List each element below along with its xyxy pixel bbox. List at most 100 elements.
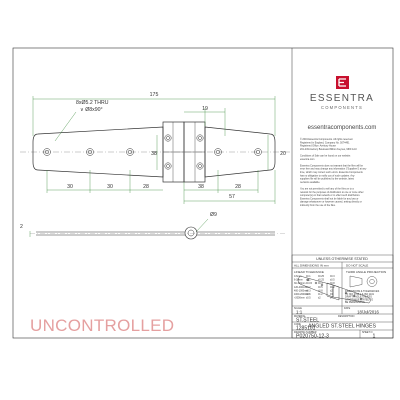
hinge-plan-view bbox=[20, 121, 290, 183]
tolerance-table: 0-6mm±0.1±0.25±0.36-30mm±0.1±0.25±0.530-… bbox=[294, 275, 335, 300]
knuckle-hole bbox=[166, 164, 170, 168]
hinge-leaf-right bbox=[204, 126, 276, 178]
date-value: 18/Jul/2016 bbox=[357, 309, 379, 314]
hinge-holes bbox=[43, 134, 262, 170]
tolerance-cell: ±0.3 bbox=[306, 289, 311, 292]
iso-hole bbox=[352, 294, 356, 298]
iso-note-line: OTHERWISE STATED TO bbox=[345, 298, 373, 301]
description-value: ANGLED ST.STEEL HINGES bbox=[308, 324, 376, 330]
code-value: 1285101 bbox=[296, 325, 316, 331]
tolerance-cell: ±4 bbox=[330, 297, 333, 300]
note-line: suppliers file will be published to the … bbox=[300, 178, 354, 181]
tolerance-cell: ±0.15 bbox=[306, 282, 313, 285]
tolerance-cell: ±1.2 bbox=[330, 286, 335, 289]
logo-sub: COMPONENTS bbox=[321, 105, 363, 110]
material-label: MATERIAL bbox=[294, 315, 306, 318]
knuckle-hole bbox=[196, 162, 204, 170]
tolerance-cell: ±0.8 bbox=[330, 282, 335, 285]
code-label: CODE bbox=[294, 323, 301, 326]
knuckle-hole bbox=[196, 134, 204, 142]
scale-label: SCALE bbox=[294, 307, 302, 310]
note-line: Essentra Components shall not be liable … bbox=[300, 197, 359, 200]
tolerance-cell: ±0.3 bbox=[318, 282, 323, 285]
uncontrolled-stamp: UNCONTROLLED bbox=[30, 316, 175, 335]
tolerance-cell: >2000mm bbox=[294, 297, 305, 300]
projection-circle-outer bbox=[366, 276, 378, 287]
title-block bbox=[291, 254, 394, 339]
drawing-number-label: DRAWING NUMBER bbox=[294, 331, 317, 334]
knuckle-hole bbox=[164, 162, 172, 170]
note-line: 201-249 Avebury Boulevard Milton Keynes,… bbox=[300, 148, 357, 151]
title-block-frame bbox=[291, 254, 394, 339]
iso-note-line: DRAFT ANGLE UNLESS bbox=[345, 296, 372, 299]
dim-csk: ∨ Ø8x90° bbox=[80, 107, 103, 113]
knuckle-hole bbox=[198, 136, 202, 140]
projection-symbol bbox=[349, 275, 378, 288]
tolerance-cell: ±2 bbox=[330, 289, 333, 292]
date-label: DATE bbox=[344, 307, 351, 310]
all-dims: ALL DIMENSIONS IN mm bbox=[294, 264, 329, 268]
tolerance-cell: 1000-2000mm bbox=[294, 293, 309, 296]
dim-pitch-2: 30 bbox=[107, 184, 113, 190]
tolerance-cell: ±0.1 bbox=[306, 279, 311, 282]
note-line: revisions available. bbox=[300, 181, 321, 184]
dim-pitch-4: 38 bbox=[198, 184, 204, 190]
iso-hole bbox=[306, 278, 310, 282]
tolerance-cell: ±0.25 bbox=[318, 275, 325, 278]
note-line: You are not permitted to sell any of the… bbox=[300, 188, 354, 191]
legal-notes: © 2019 Essentra Components. All rights r… bbox=[300, 138, 367, 207]
countersunk-hole bbox=[86, 148, 94, 156]
knuckle-hole bbox=[164, 134, 172, 142]
note-line: Conditions of Sale can be found on our w… bbox=[300, 155, 351, 158]
dim-pitch-3: 28 bbox=[143, 184, 149, 190]
dim-thickness: 2 bbox=[20, 224, 23, 230]
tolerance-cell: ±0.1 bbox=[306, 275, 311, 278]
pin-leader bbox=[195, 218, 209, 233]
countersunk-hole bbox=[254, 148, 262, 156]
tolerance-cell: ±0.3 bbox=[330, 275, 335, 278]
note-line: © 2019 Essentra Components. All rights r… bbox=[300, 138, 353, 141]
dim-hole: 8xØ5.2 THRU bbox=[76, 100, 109, 106]
tolerance-cell: 120-400mm bbox=[294, 286, 307, 289]
unless-stated: UNLESS OTHERWISE STATED bbox=[316, 257, 368, 261]
dim-pin: Ø9 bbox=[210, 212, 217, 218]
note-line: has no obligation to notify you of such … bbox=[300, 174, 355, 177]
linear-tolerance: LINEAR TOLERANCE bbox=[294, 270, 324, 274]
dim-height-large: 20 bbox=[280, 151, 286, 157]
iso-note-line: BE PERMISSIBLE bbox=[345, 301, 365, 304]
note-line: essentra.com bbox=[300, 158, 314, 161]
dim-offset: 57 bbox=[229, 194, 235, 200]
iso-leaf-right bbox=[332, 284, 371, 304]
iso-hole bbox=[314, 281, 318, 285]
sheet-border bbox=[12, 47, 394, 339]
note-line: Registered in England, Company No. 50744… bbox=[300, 141, 350, 144]
side-pin-inner bbox=[187, 229, 195, 237]
countersunk-hole bbox=[255, 149, 261, 155]
iso-note-line: DIMENSIONS & TOLERANCES bbox=[345, 290, 380, 293]
logo-brand: ESSENTRA bbox=[310, 93, 374, 104]
note-line: damage whatsoever or however caused, ari… bbox=[300, 201, 362, 204]
note-line: time, which may correct such errors. Ess… bbox=[300, 171, 364, 174]
dim-pitch-1: 30 bbox=[67, 184, 73, 190]
tolerance-cell: 400-1000mm bbox=[294, 289, 308, 292]
iso-hole bbox=[320, 283, 324, 287]
dimension-text: 175 8xØ5.2 THRU ∨ Ø8x90° 19 38 20 30 30 … bbox=[20, 92, 286, 230]
tolerance-cell: 6-30mm bbox=[294, 279, 303, 282]
dim-overall: 175 bbox=[150, 92, 159, 98]
description-label: DESCRIPTION bbox=[338, 315, 355, 318]
countersunk-hole bbox=[44, 149, 50, 155]
tolerance-cell: ±1.2 bbox=[318, 293, 323, 296]
tolerance-cell: ±0.5 bbox=[306, 297, 311, 300]
iso-hole bbox=[359, 297, 363, 301]
tolerance-cell: ±0.8 bbox=[318, 289, 323, 292]
tolerance-cell: ±2 bbox=[318, 297, 321, 300]
hinge-isometric-view bbox=[297, 275, 371, 304]
scale-value: 1:1 bbox=[296, 309, 303, 314]
do-not-scale: DO NOT SCALE bbox=[346, 264, 368, 268]
iso-hole bbox=[344, 291, 348, 295]
essentra-logo: ESSENTRA COMPONENTS bbox=[310, 76, 374, 110]
dim-pitch-5: 28 bbox=[235, 184, 241, 190]
material-value: ST.STEEL bbox=[296, 317, 319, 323]
projection-circle-inner bbox=[369, 279, 375, 285]
title-block-text: UNLESS OTHERWISE STATED ALL DIMENSIONS I… bbox=[294, 257, 386, 274]
